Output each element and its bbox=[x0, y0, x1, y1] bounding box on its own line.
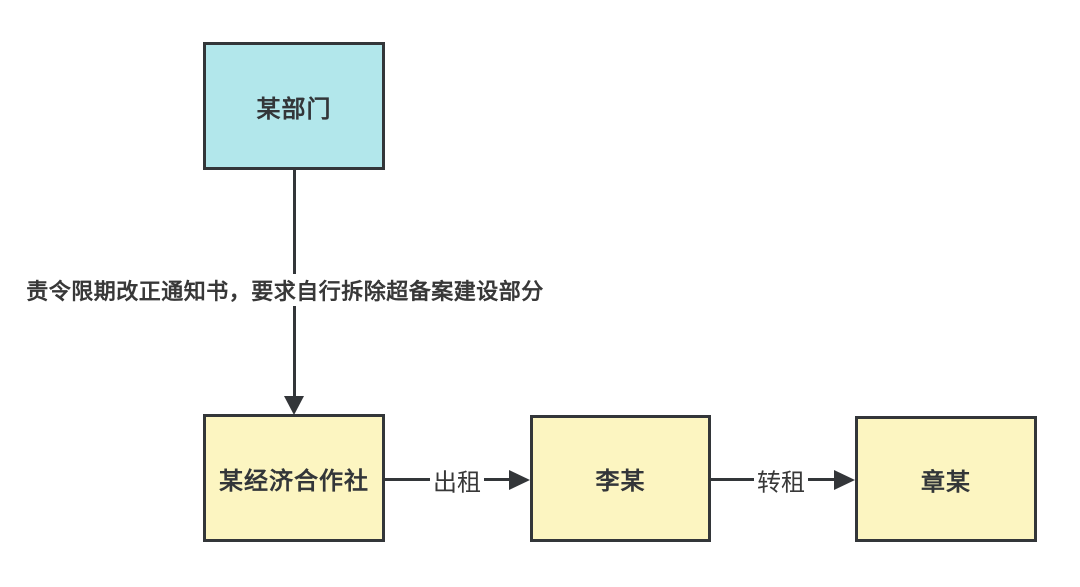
arrowhead-down-icon bbox=[284, 396, 304, 415]
node-li: 李某 bbox=[530, 415, 711, 542]
arrowhead-right-icon bbox=[509, 470, 530, 490]
node-department-label: 某部门 bbox=[256, 95, 332, 123]
node-cooperative-label: 某经济合作社 bbox=[219, 467, 369, 495]
arrowhead-right-icon bbox=[834, 470, 855, 490]
edge-rent-label: 出租 bbox=[430, 462, 484, 498]
node-cooperative: 某经济合作社 bbox=[203, 414, 385, 542]
node-li-label: 李某 bbox=[595, 468, 646, 495]
node-department: 某部门 bbox=[203, 42, 385, 170]
node-zhang: 章某 bbox=[855, 416, 1037, 542]
edge-sublet-label: 转租 bbox=[754, 462, 808, 498]
edge-notice-label: 责令限期改正通知书，要求自行拆除超备案建设部分 bbox=[26, 274, 544, 306]
node-zhang-label: 章某 bbox=[921, 468, 971, 496]
